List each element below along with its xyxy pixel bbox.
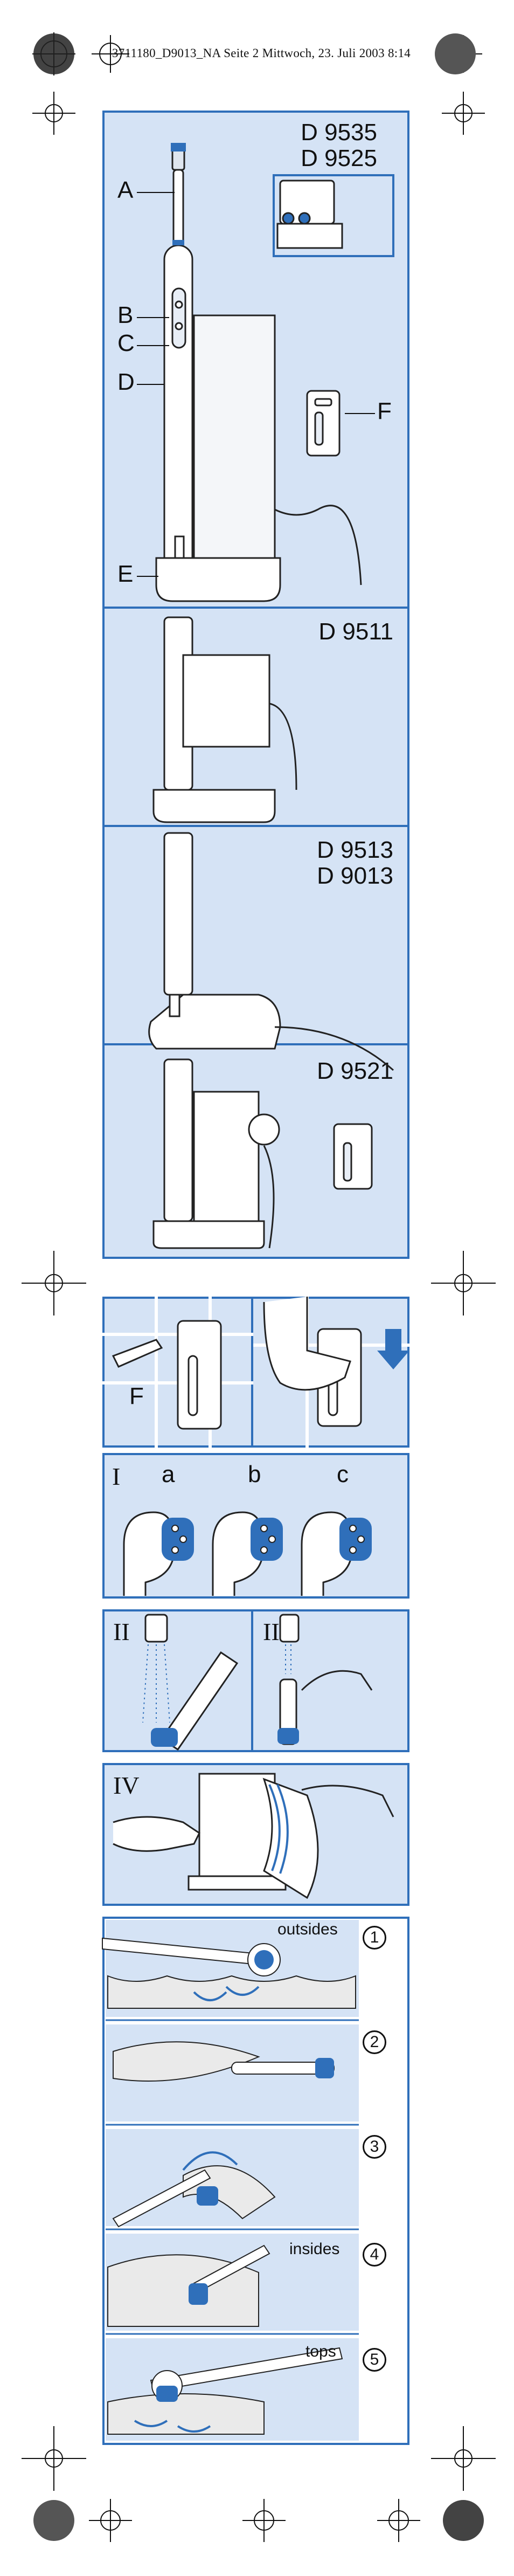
model-label: D 9511 — [318, 618, 393, 645]
callout-e: E — [117, 561, 134, 587]
model-label: D 9525 — [301, 145, 377, 171]
brush-label-a: a — [162, 1461, 175, 1487]
brush-label-b: b — [248, 1461, 261, 1487]
section-divider — [102, 607, 409, 609]
callout-a: A — [117, 177, 134, 203]
toothbrush-drawing — [148, 143, 394, 1249]
rinse-drawing — [142, 1614, 373, 1751]
brush-label-c: c — [337, 1461, 349, 1487]
print-header: 3711180_D9013_NA Seite 2 Mittwoch, 23. J… — [112, 46, 411, 60]
brush-heads-drawing — [123, 1511, 372, 1596]
section-divider — [102, 825, 409, 827]
cleaning-drawing — [113, 1773, 394, 1899]
section-number: IV — [113, 1772, 140, 1799]
wall-mount-drawing — [102, 1297, 409, 1448]
model-label: D 9535 — [301, 119, 377, 146]
leader-line — [137, 192, 175, 193]
leader-line — [137, 384, 164, 385]
mount-callout-f: F — [129, 1383, 144, 1409]
step-label: tops — [305, 2343, 336, 2360]
step-number: 1 — [363, 1926, 386, 1950]
rinse-panel-right — [251, 1609, 409, 1752]
step-number: 5 — [363, 2348, 386, 2372]
leader-line — [137, 317, 169, 318]
section-number: II — [113, 1618, 130, 1645]
callout-b: B — [117, 302, 134, 328]
model-label: D 9521 — [317, 1058, 393, 1084]
step-number: 2 — [363, 2030, 386, 2054]
callout-c: C — [117, 330, 135, 356]
model-label: D 9013 — [317, 863, 393, 889]
leader-line — [137, 345, 169, 346]
step-label: insides — [289, 2240, 340, 2258]
leader-line — [137, 576, 158, 577]
leader-line — [345, 413, 375, 414]
callout-f: F — [377, 398, 392, 424]
step-label: outsides — [277, 1920, 338, 1938]
step-number: 3 — [363, 2135, 386, 2159]
section-number: I — [112, 1463, 121, 1490]
callout-d: D — [117, 369, 135, 395]
step-number: 4 — [363, 2243, 386, 2267]
model-label: D 9513 — [317, 837, 393, 863]
steps-drawing — [102, 1920, 359, 2441]
